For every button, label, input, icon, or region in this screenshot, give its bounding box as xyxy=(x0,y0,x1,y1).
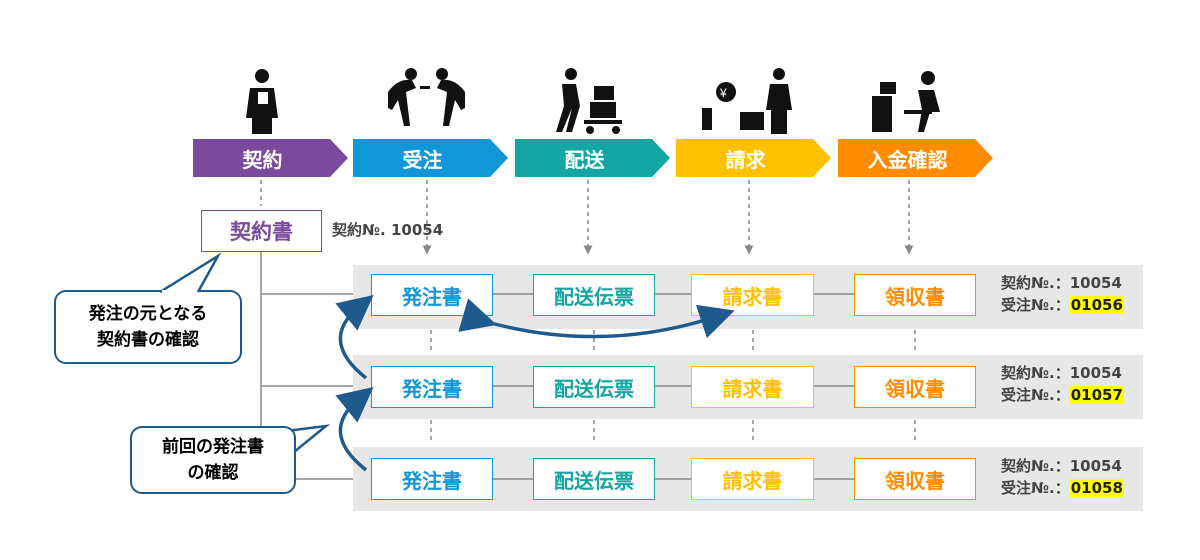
row-2-meta: 契約№.：10054 受注№.：01057 xyxy=(1001,362,1124,406)
contract-number: 契約№. 10054 xyxy=(332,221,444,239)
money-bag-person-icon: ¥ xyxy=(702,68,792,134)
order-form-row-1: 発注書 xyxy=(371,274,493,316)
callout-contract-check-line1: 発注の元となる xyxy=(88,304,208,324)
order-form-row-3: 発注書 xyxy=(371,458,493,500)
stage-2: 受注 xyxy=(353,139,508,177)
contract-person-icon xyxy=(246,69,278,134)
delivery-cart-icon xyxy=(556,68,622,134)
receipt-row-1: 領収書 xyxy=(854,274,976,316)
stage-label: 配送 xyxy=(564,147,605,172)
handshake-bow-icon xyxy=(388,68,465,126)
stage-1: 契約 xyxy=(193,139,348,177)
delivery-slip-row-1: 配送伝票 xyxy=(533,274,655,316)
invoice-row-1: 請求書 xyxy=(691,274,814,316)
callout-previous-order-check: 前回の発注書の確認 xyxy=(130,426,296,494)
row-2-contract-no: 契約№.：10054 xyxy=(1001,364,1122,382)
row-3-order-number: 01058 xyxy=(1069,479,1124,497)
row-1-order-label: 受注№.： xyxy=(1001,296,1070,314)
svg-text:¥: ¥ xyxy=(719,86,727,100)
stage-label: 契約 xyxy=(242,147,283,172)
row-3-contract-no: 契約№.：10054 xyxy=(1001,457,1122,475)
invoice-row-2: 請求書 xyxy=(691,366,814,408)
receipt-row-3: 領収書 xyxy=(854,458,976,500)
row-1-contract-no: 契約№.：10054 xyxy=(1001,274,1122,292)
receipt-row-2: 領収書 xyxy=(854,366,976,408)
row-1-order-number: 01056 xyxy=(1069,296,1124,314)
order-form-row-2: 発注書 xyxy=(371,366,493,408)
row-3-meta: 契約№.：10054 受注№.：01058 xyxy=(1001,455,1124,499)
row-3-order-label: 受注№.： xyxy=(1001,479,1070,497)
row-2-order-label: 受注№.： xyxy=(1001,386,1070,404)
stage-label: 入金確認 xyxy=(867,147,948,172)
callout-contract-check-line2: 契約書の確認 xyxy=(97,330,199,350)
row-1-meta: 契約№.：10054 受注№.：01056 xyxy=(1001,272,1124,316)
stage-3: 配送 xyxy=(515,139,670,177)
callout-previous-order-line1: 前回の発注書 xyxy=(162,437,264,457)
stage-4: 請求 xyxy=(676,139,831,177)
delivery-slip-row-2: 配送伝票 xyxy=(533,366,655,408)
computer-desk-icon xyxy=(872,71,940,132)
callout-previous-order-line2: の確認 xyxy=(187,463,239,483)
invoice-row-3: 請求書 xyxy=(691,458,814,500)
delivery-slip-row-3: 配送伝票 xyxy=(533,458,655,500)
callout-contract-check: 発注の元となる契約書の確認 xyxy=(54,290,242,364)
contract-document: 契約書 xyxy=(201,210,322,252)
stage-5: 入金確認 xyxy=(838,139,993,177)
stage-label: 受注 xyxy=(402,147,443,172)
stage-label: 請求 xyxy=(725,147,766,172)
row-2-order-number: 01057 xyxy=(1069,386,1124,404)
